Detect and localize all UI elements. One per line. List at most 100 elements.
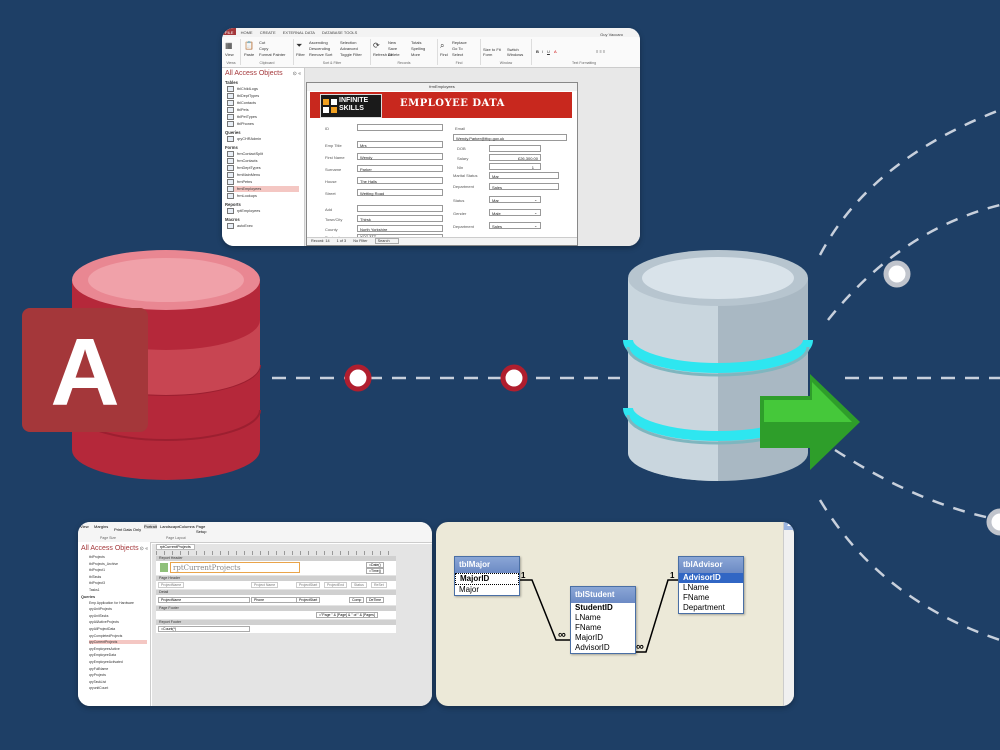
field-row[interactable]: Department	[683, 603, 725, 612]
header-label[interactable]: Status	[351, 582, 367, 588]
font-color-icon[interactable]: A	[554, 49, 557, 54]
field-house[interactable]: The Halls	[357, 177, 443, 184]
field-id[interactable]	[357, 124, 443, 131]
view-button[interactable]: View	[80, 524, 89, 529]
switch-windows-button[interactable]: Switch Windows	[507, 47, 524, 57]
view-button[interactable]: View	[225, 52, 234, 57]
tab-create[interactable]: CREATE	[259, 30, 276, 35]
field-gender-select[interactable]: Male	[489, 209, 541, 216]
nav-item[interactable]: tblPets	[227, 107, 299, 113]
detail-field[interactable]: Phone	[251, 597, 297, 603]
table-tblmajor[interactable]: tblMajor MajorID Major	[454, 556, 520, 596]
field-row[interactable]: LName	[575, 613, 601, 622]
nav-section-macros[interactable]: Macros	[225, 217, 240, 222]
nav-item[interactable]: tblChildLogs	[227, 86, 299, 92]
header-label[interactable]: ProjectStart	[296, 582, 321, 588]
advanced-button[interactable]: Advanced	[340, 46, 358, 51]
nav-item[interactable]: tblTasks	[89, 574, 102, 579]
nav-item[interactable]: qryCompletedProjects	[89, 633, 123, 638]
nav-section-queries[interactable]: Queries	[225, 130, 241, 135]
nav-item-selected[interactable]: frmEmployees	[227, 186, 299, 192]
margins-button[interactable]: Margins	[94, 524, 109, 529]
field-row[interactable]: FName	[683, 593, 710, 602]
time-textbox[interactable]: =Time()	[366, 568, 385, 574]
page-setup-button[interactable]: Page Setup	[196, 524, 207, 534]
date-textbox[interactable]: =Date()	[366, 562, 384, 568]
nav-item[interactable]: tblPetTypes	[227, 114, 299, 120]
field-add[interactable]	[357, 205, 443, 212]
save-record-button[interactable]: Save	[388, 46, 398, 51]
nav-item[interactable]: tblProject3	[89, 581, 106, 586]
nav-item[interactable]: frmPetns	[227, 179, 299, 185]
nav-section-tables[interactable]: Tables	[225, 80, 238, 85]
field-row[interactable]: MajorID	[455, 573, 519, 585]
table-title[interactable]: tblStudent	[571, 587, 635, 603]
nav-item[interactable]: qryProjects	[89, 673, 106, 678]
report-title-textbox[interactable]: rptCurrentProjects	[170, 562, 300, 573]
detail-field[interactable]: DeTime	[366, 597, 385, 603]
tab-report[interactable]: rptCurrentProjects	[156, 544, 195, 550]
filter-status[interactable]: No Filter	[353, 239, 368, 243]
columns-button[interactable]: Columns	[179, 524, 195, 529]
select-button[interactable]: Select	[452, 52, 464, 57]
bold-icon[interactable]: B	[536, 49, 539, 54]
nav-item[interactable]: tblProjects	[89, 555, 105, 559]
table-title[interactable]: tblAdvisor	[679, 557, 743, 573]
size-to-form-button[interactable]: Size to Fit Form	[483, 47, 501, 57]
landscape-button[interactable]: Landscape	[160, 524, 180, 529]
delete-record-button[interactable]: Delete	[388, 52, 400, 57]
refresh-icon[interactable]: ⟳	[373, 41, 380, 50]
page-number-textbox[interactable]: ="Page " & [Page] & " of " & [Pages]	[316, 612, 378, 618]
nav-item[interactable]: tblDeptTypes	[227, 93, 299, 99]
field-status-select[interactable]: Mar	[489, 196, 541, 203]
tab-database-tools[interactable]: DATABASE TOOLS	[322, 30, 358, 35]
table-tblstudent[interactable]: tblStudent StudentID LName FName MajorID…	[570, 586, 636, 654]
descending-button[interactable]: Descending	[309, 46, 331, 51]
tab-home[interactable]: HOME	[240, 30, 253, 35]
nav-item[interactable]: tblPhones	[227, 121, 299, 127]
cut-button[interactable]: Cut	[259, 40, 266, 45]
nav-item[interactable]: autoExec	[227, 223, 299, 229]
header-label[interactable]: ProjectName	[158, 582, 185, 588]
chevron-down-icon[interactable]: ⌄	[534, 197, 538, 202]
nav-item[interactable]: qryTaskList	[89, 679, 106, 684]
nav-item[interactable]: frmContactSplit	[227, 151, 299, 157]
view-icon[interactable]: ▦	[225, 41, 233, 50]
new-record-button[interactable]: New	[388, 40, 397, 45]
nav-item[interactable]: qryEmployeeData	[89, 653, 116, 658]
field-first-name[interactable]: Wendy	[357, 153, 443, 160]
refresh-all-button[interactable]: Refresh All	[373, 52, 393, 57]
section-report-footer[interactable]: Report Footer	[156, 620, 396, 625]
field-row[interactable]: LName	[683, 583, 709, 592]
section-detail[interactable]: Detail	[156, 590, 396, 595]
section-page-header[interactable]: Page Header	[156, 576, 396, 581]
field-town[interactable]: Thirsk	[357, 215, 443, 222]
nav-item[interactable]: tblProjects_Archive	[89, 561, 119, 566]
paste-button[interactable]: Paste	[244, 52, 255, 57]
nav-item[interactable]: tblContacts	[227, 100, 299, 106]
table-title[interactable]: tblMajor	[455, 557, 519, 573]
format-painter-button[interactable]: Format Painter	[259, 52, 286, 57]
record-position[interactable]: 1 of 3	[336, 239, 347, 243]
field-salary[interactable]: £26,300.00	[489, 154, 541, 161]
field-county[interactable]: North Yorkshire	[357, 225, 443, 232]
field-row[interactable]: FName	[575, 623, 602, 632]
field-email[interactable]: Wendy.Parker@tfcp.gov.uk	[453, 134, 567, 141]
user-name[interactable]: Guy Vaccaro	[600, 32, 623, 37]
chevron-down-icon[interactable]: ⌄	[534, 210, 538, 215]
nav-section-reports[interactable]: Reports	[225, 202, 241, 207]
more-button[interactable]: More	[411, 52, 421, 57]
nav-item[interactable]: frmLookups	[227, 193, 299, 199]
field-nin[interactable]: 1	[489, 163, 541, 170]
remove-sort-button[interactable]: Remove Sort	[309, 52, 333, 57]
italic-icon[interactable]: I	[542, 49, 544, 54]
nav-item[interactable]: Tasks1	[89, 588, 100, 592]
field-row[interactable]: Major	[459, 585, 480, 594]
find-button[interactable]: Find	[440, 52, 448, 57]
nav-item[interactable]: qryunitCount	[89, 686, 109, 691]
nav-item[interactable]: qryUnitProjects	[89, 607, 112, 612]
nav-item[interactable]: frmContacts	[227, 158, 299, 164]
field-surname[interactable]: Parker	[357, 165, 443, 172]
nav-chevron-icon[interactable]: ⊙ «	[292, 71, 301, 77]
nav-item[interactable]: qryEmployeesActive	[89, 646, 120, 651]
